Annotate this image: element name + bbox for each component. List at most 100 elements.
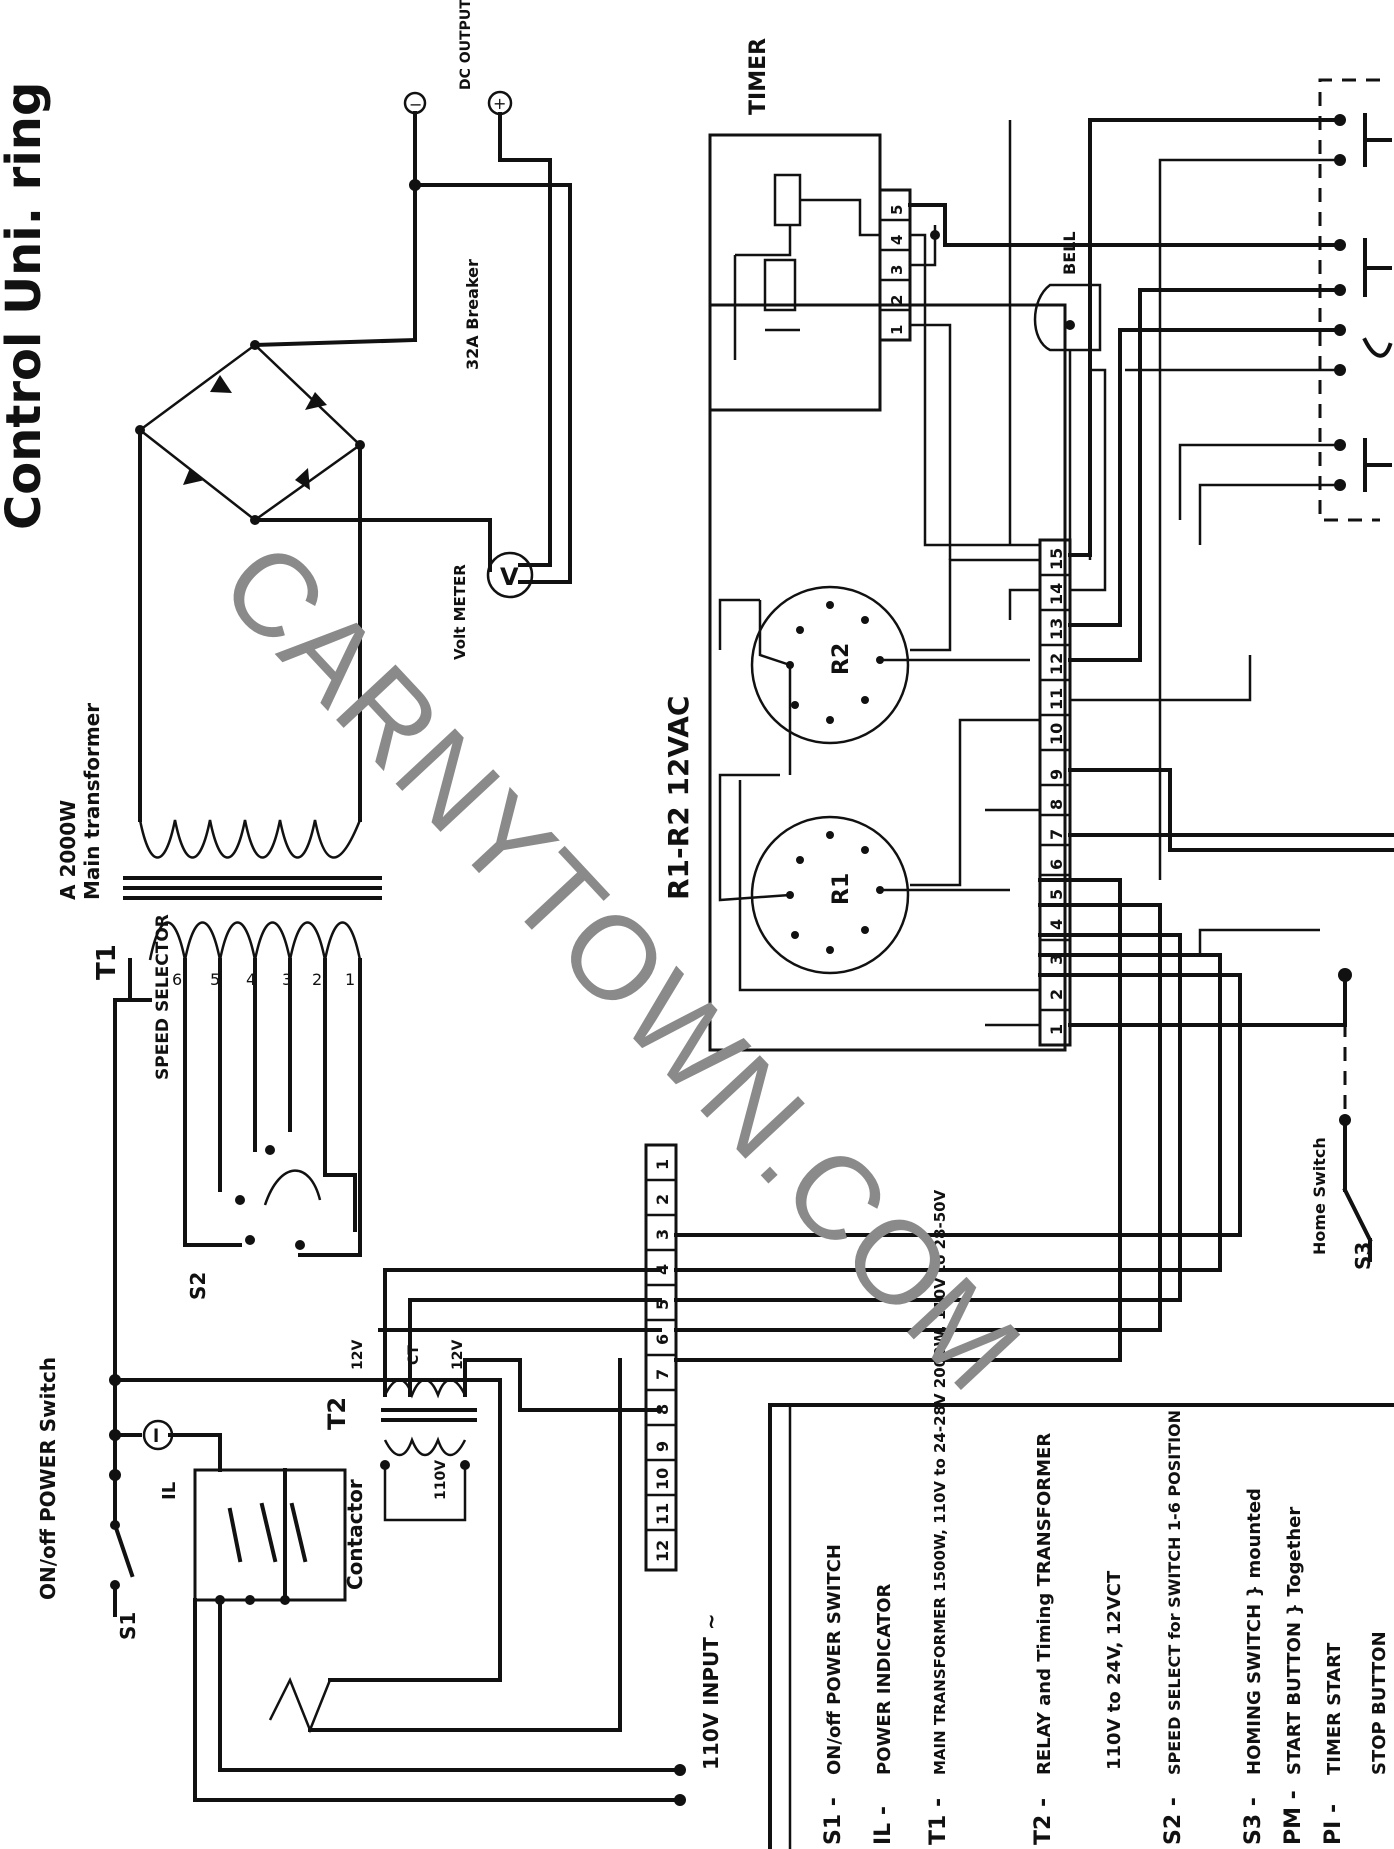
speed-selector-s2 — [235, 1145, 322, 1250]
svg-text:S1 -: S1 - — [821, 1797, 846, 1845]
t1-label: T1 — [92, 944, 122, 980]
svg-text:3: 3 — [888, 265, 906, 275]
svg-text:PI -: PI - — [1321, 1804, 1346, 1845]
svg-text:3: 3 — [1047, 954, 1066, 965]
svg-text:1: 1 — [1047, 1024, 1066, 1035]
svg-text:BELL: BELL — [1060, 231, 1079, 275]
home-switch-s3 — [1339, 975, 1373, 1262]
legend-row-pm: PM -START BUTTON } Together — [1281, 1507, 1306, 1845]
relay-section-label: R1-R2 12VAC — [662, 696, 695, 900]
svg-text:MAIN TRANSFORMER 1500W, 110V t: MAIN TRANSFORMER 1500W, 110V to 24-28V 2… — [931, 1189, 949, 1775]
legend-row-s3: S3 - HOMING SWITCH } mounted — [1241, 1488, 1266, 1845]
title-text: Control Uni. ring — [0, 82, 52, 530]
power-switch-s1 — [110, 1473, 135, 1617]
svg-text:POWER INDICATOR: POWER INDICATOR — [874, 1584, 895, 1775]
relay-box — [708, 303, 1067, 1052]
relay-r2: R2 — [750, 585, 910, 745]
transformer-taps: 1 2 3 4 5 6 — [172, 970, 355, 989]
svg-text:RELAY and Timing TRANSFORMER: RELAY and Timing TRANSFORMER — [1034, 1433, 1055, 1775]
svg-text:STOP BUTTON: STOP BUTTON — [1369, 1631, 1390, 1775]
svg-text:9: 9 — [1047, 769, 1066, 780]
contactor — [193, 1468, 347, 1605]
svg-text:S3: S3 — [1351, 1242, 1375, 1270]
svg-text:3: 3 — [282, 970, 292, 989]
breaker-label: 32A Breaker — [463, 259, 482, 370]
svg-text:6: 6 — [172, 970, 182, 989]
svg-text:110V INPUT ~: 110V INPUT ~ — [699, 1613, 723, 1770]
s3-label: S3 — [1351, 1242, 1375, 1270]
svg-text:4: 4 — [246, 970, 256, 989]
svg-text:SPEED SELECT for SWITCH 1-6 PO: SPEED SELECT for SWITCH 1-6 POSITION — [1165, 1410, 1184, 1775]
s2-label: S2 — [186, 1272, 210, 1300]
svg-text:12: 12 — [1047, 653, 1066, 675]
svg-text:Home Switch: Home Switch — [1310, 1137, 1329, 1255]
s1-label: S1 — [116, 1612, 140, 1640]
svg-text:PM -: PM - — [1281, 1790, 1306, 1845]
legend-row-pi: PI -TIMER START — [1321, 1642, 1346, 1845]
svg-text:T2 -: T2 - — [1031, 1798, 1056, 1845]
svg-text:Volt METER: Volt METER — [451, 564, 469, 660]
svg-text:S1: S1 — [116, 1612, 140, 1640]
svg-text:10: 10 — [1047, 723, 1066, 745]
contactor-label: Contactor — [343, 1479, 367, 1590]
svg-text:4: 4 — [1047, 919, 1066, 930]
t2-12v-label: 12V — [350, 1340, 366, 1370]
dc-output-label: DC OUTPUT TO TRACK — [458, 0, 474, 90]
svg-text:3: 3 — [653, 1229, 672, 1240]
svg-text:S2 -: S2 - — [1161, 1797, 1186, 1845]
svg-text:2: 2 — [312, 970, 322, 989]
svg-text:TIMER: TIMER — [746, 38, 771, 115]
volt-meter-label: Volt METER — [451, 564, 469, 660]
legend-row-stop: STOP BUTTON — [1369, 1631, 1390, 1775]
svg-text:1: 1 — [653, 1159, 672, 1170]
remote-control-box — [1125, 78, 1393, 880]
bridge-rectifier — [135, 340, 365, 525]
svg-text:S2: S2 — [186, 1272, 210, 1300]
il-label: IL — [159, 1482, 180, 1500]
svg-text:R1-R2 12VAC: R1-R2 12VAC — [662, 696, 695, 900]
dc-minus-sign: − — [409, 95, 422, 114]
svg-text:l: l — [153, 1426, 159, 1447]
legend-row-il: IL - POWER INDICATOR — [871, 1584, 896, 1845]
svg-text:T2: T2 — [323, 1397, 351, 1430]
diagram-title: Control Uni. ring — [0, 82, 52, 530]
svg-text:IL -: IL - — [871, 1806, 896, 1845]
legend: S1 -ON/off POWER SWITCH IL - POWER INDICA… — [768, 1189, 1394, 1849]
svg-text:S3 -: S3 - — [1241, 1797, 1266, 1845]
legend-row-t2: T2 - RELAY and Timing TRANSFORMER — [1031, 1433, 1056, 1845]
legend-row-t1: T1 -MAIN TRANSFORMER 1500W, 110V to 24-2… — [926, 1189, 951, 1845]
t2-12v-b-label: 12V — [450, 1340, 466, 1370]
svg-text:11: 11 — [653, 1503, 672, 1525]
svg-text:13: 13 — [1047, 618, 1066, 640]
main-transformer-label: A 2000W Main transformer — [56, 703, 104, 900]
svg-text:8: 8 — [1047, 799, 1066, 810]
svg-text:32A Breaker: 32A Breaker — [463, 259, 482, 370]
svg-text:DC OUTPUT TO TRACK: DC OUTPUT TO TRACK — [458, 0, 474, 90]
power-switch-label: ON/off POWER Switch — [36, 1357, 60, 1600]
bell-label: BELL — [1060, 231, 1079, 275]
svg-text:T1: T1 — [92, 944, 122, 980]
r1-label: R1 — [829, 873, 854, 905]
relay-r1: R1 — [750, 815, 910, 975]
svg-text:ON/off POWER Switch: ON/off POWER Switch — [36, 1357, 60, 1600]
svg-text:HOMING SWITCH } mounted: HOMING SWITCH } mounted — [1244, 1488, 1265, 1775]
svg-text:Contactor: Contactor — [343, 1479, 367, 1590]
svg-text:2: 2 — [1047, 989, 1066, 1000]
svg-text:15: 15 — [1047, 548, 1066, 570]
timer-label: TIMER — [746, 38, 771, 115]
t2-label: T2 — [323, 1397, 351, 1430]
timer: 1 2 3 4 5 — [708, 133, 912, 412]
svg-text:5: 5 — [888, 205, 906, 215]
svg-text:5: 5 — [1047, 889, 1066, 900]
svg-text:4: 4 — [653, 1264, 672, 1275]
legend-row-s1: S1 -ON/off POWER SWITCH — [821, 1544, 846, 1845]
t2-110v-label: 110V — [433, 1460, 449, 1500]
legend-row-s2: S2 - SPEED SELECT for SWITCH 1-6 POSITION — [1161, 1410, 1186, 1845]
speed-selector-label: SPEED SELECTOR — [153, 914, 173, 1080]
volt-meter-icon — [486, 551, 534, 599]
svg-text:Main transformer: Main transformer — [80, 703, 104, 900]
svg-text:IL: IL — [159, 1482, 180, 1500]
legend-row-t2-spec: 110V to 24V, 12VCT — [1104, 1570, 1125, 1770]
home-switch-label: Home Switch — [1310, 1137, 1329, 1255]
